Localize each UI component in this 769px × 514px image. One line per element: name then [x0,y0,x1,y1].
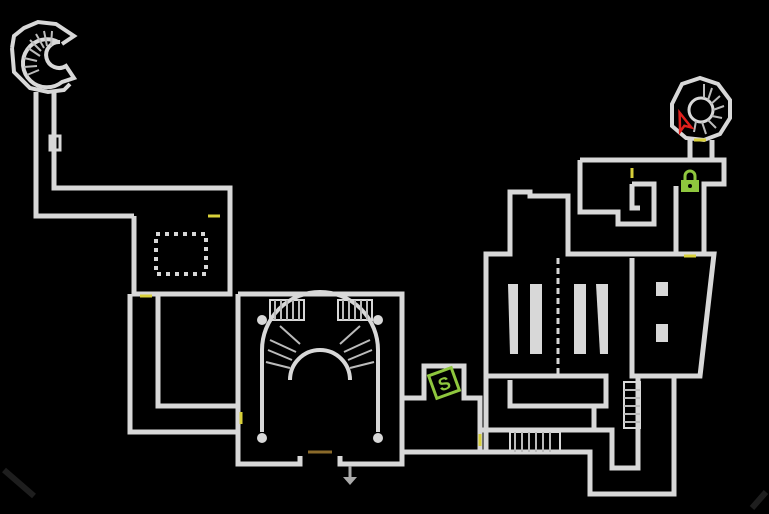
floor-grate [154,232,208,276]
exit-arrow-icon[interactable] [343,466,357,485]
save-room-icon[interactable]: S [426,365,462,401]
west-room [131,216,233,297]
east-hall [483,189,717,471]
northeast-rooms [577,157,727,254]
padlock-icon[interactable] [681,169,699,192]
spiral-tower-northeast [670,75,732,160]
spiral-tower-northwest [10,19,78,95]
east-corridor [480,378,677,497]
player-arrow-icon [678,108,695,136]
central-hall [235,290,405,467]
corner-decoration [2,467,769,510]
southwest-corridor [127,294,240,435]
doors [140,138,706,454]
west-corridor [33,92,233,219]
